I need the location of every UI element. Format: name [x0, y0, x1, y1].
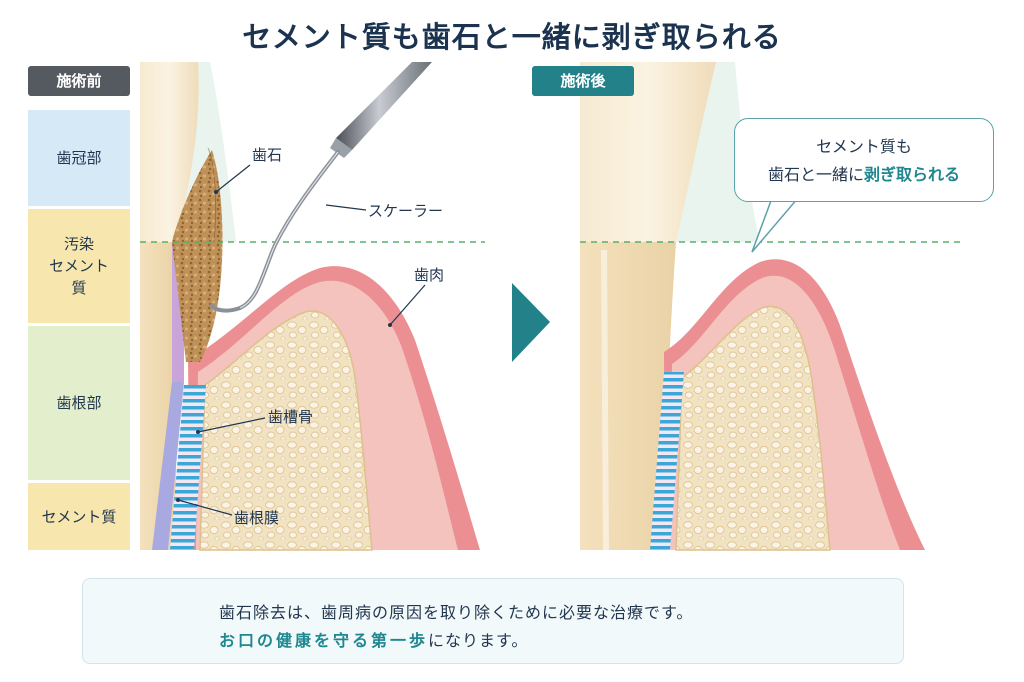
calculus-deposit [172, 150, 223, 362]
footer-note: 歯石除去は、歯周病の原因を取り除くために必要な治療です。 お口の健康を守る第一歩… [82, 578, 904, 664]
tag-after: 施術後 [532, 66, 634, 96]
side-label-root: 歯根部 [56, 394, 102, 412]
footer-line1: 歯石除去は、歯周病の原因を取り除くために必要な治療です。 [219, 603, 694, 622]
bubble-line2: 歯石と一緒に剥ぎ取られる [735, 161, 993, 185]
side-label-contaminated: 汚染 セメント 質 [49, 235, 109, 297]
speech-bubble: セメント質も 歯石と一緒に剥ぎ取られる [734, 118, 994, 202]
side-label-crown: 歯冠部 [56, 149, 102, 167]
scaler-handle [336, 62, 432, 150]
label-calculus: 歯石 [252, 146, 283, 164]
bone-after [675, 305, 831, 551]
side-label-cementum: セメント質 [41, 507, 117, 526]
bubble-line1: セメント質も [816, 137, 912, 156]
footer-line2-accent: お口の健康を守る第一歩 [219, 631, 429, 650]
footer-line2-suffix: になります。 [428, 631, 529, 650]
play-arrow-icon [512, 283, 550, 362]
ligament-before [170, 385, 206, 550]
label-alveolar-bone: 歯槽骨 [268, 408, 314, 426]
label-scaler: スケーラー [368, 202, 444, 220]
band-contaminated [28, 209, 130, 323]
page-title: セメント質も歯石と一緒に剥ぎ取られる [242, 20, 782, 54]
band-cementum [28, 483, 130, 550]
band-crown [28, 110, 130, 206]
cementum-layer [152, 382, 184, 550]
label-periodontal-ligament: 歯根膜 [234, 509, 280, 527]
band-root [28, 326, 130, 480]
tag-before: 施術前 [28, 66, 130, 96]
bubble-line2-accent: 剥ぎ取られる [864, 165, 961, 184]
before-panel [140, 62, 485, 551]
ligament-after [650, 372, 684, 550]
footer-line2: お口の健康を守る第一歩になります。 [219, 627, 528, 651]
bone-before [199, 310, 373, 551]
bubble-line2-prefix: 歯石と一緒に [767, 165, 864, 184]
label-gum: 歯肉 [414, 266, 445, 284]
